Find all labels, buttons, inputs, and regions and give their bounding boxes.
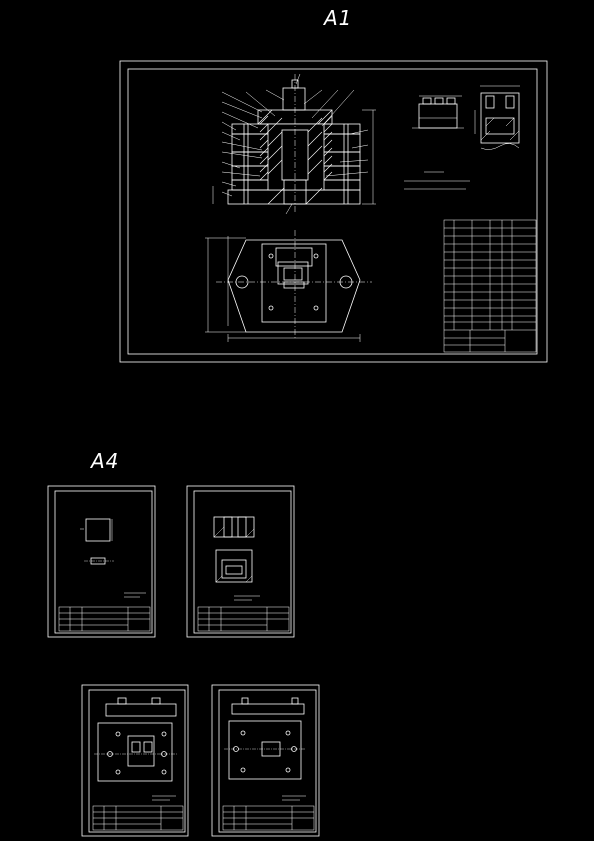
a4-sheet-3-inner-frame — [88, 689, 186, 833]
bom-and-title-block — [443, 219, 537, 353]
a4-sheet-1-outer-frame — [47, 485, 156, 638]
a4-sheet-4-outer-frame — [211, 684, 320, 837]
die-section-view — [212, 73, 376, 215]
a4-sheet-2-outer-frame — [186, 485, 295, 638]
a4-part-sheet-4 — [211, 684, 320, 837]
part-view — [80, 518, 114, 565]
a1-outer-frame — [119, 60, 548, 363]
title-block — [58, 592, 151, 632]
title-block — [92, 795, 184, 831]
a1-inner-frame — [127, 68, 538, 355]
detail-views — [412, 85, 520, 150]
part-view — [224, 697, 306, 780]
a4-sheet-3-outer-frame — [81, 684, 189, 837]
technical-notes — [404, 171, 470, 190]
die-plan-view — [205, 230, 372, 342]
a4-part-sheet-1 — [47, 485, 156, 638]
a4-part-sheet-2 — [186, 485, 295, 638]
title-block — [197, 595, 290, 632]
a4-part-sheet-3 — [81, 684, 189, 837]
sheet-size-label-a4: A4 — [91, 449, 120, 473]
a1-assembly-sheet — [119, 60, 548, 363]
title-block — [222, 795, 315, 831]
a4-sheet-4-inner-frame — [218, 689, 317, 833]
a4-sheet-2-inner-frame — [193, 490, 292, 634]
a4-sheet-1-inner-frame — [54, 490, 153, 634]
part-view — [94, 697, 178, 782]
part-view — [213, 516, 255, 583]
sheet-size-label-a1: A1 — [324, 6, 353, 30]
